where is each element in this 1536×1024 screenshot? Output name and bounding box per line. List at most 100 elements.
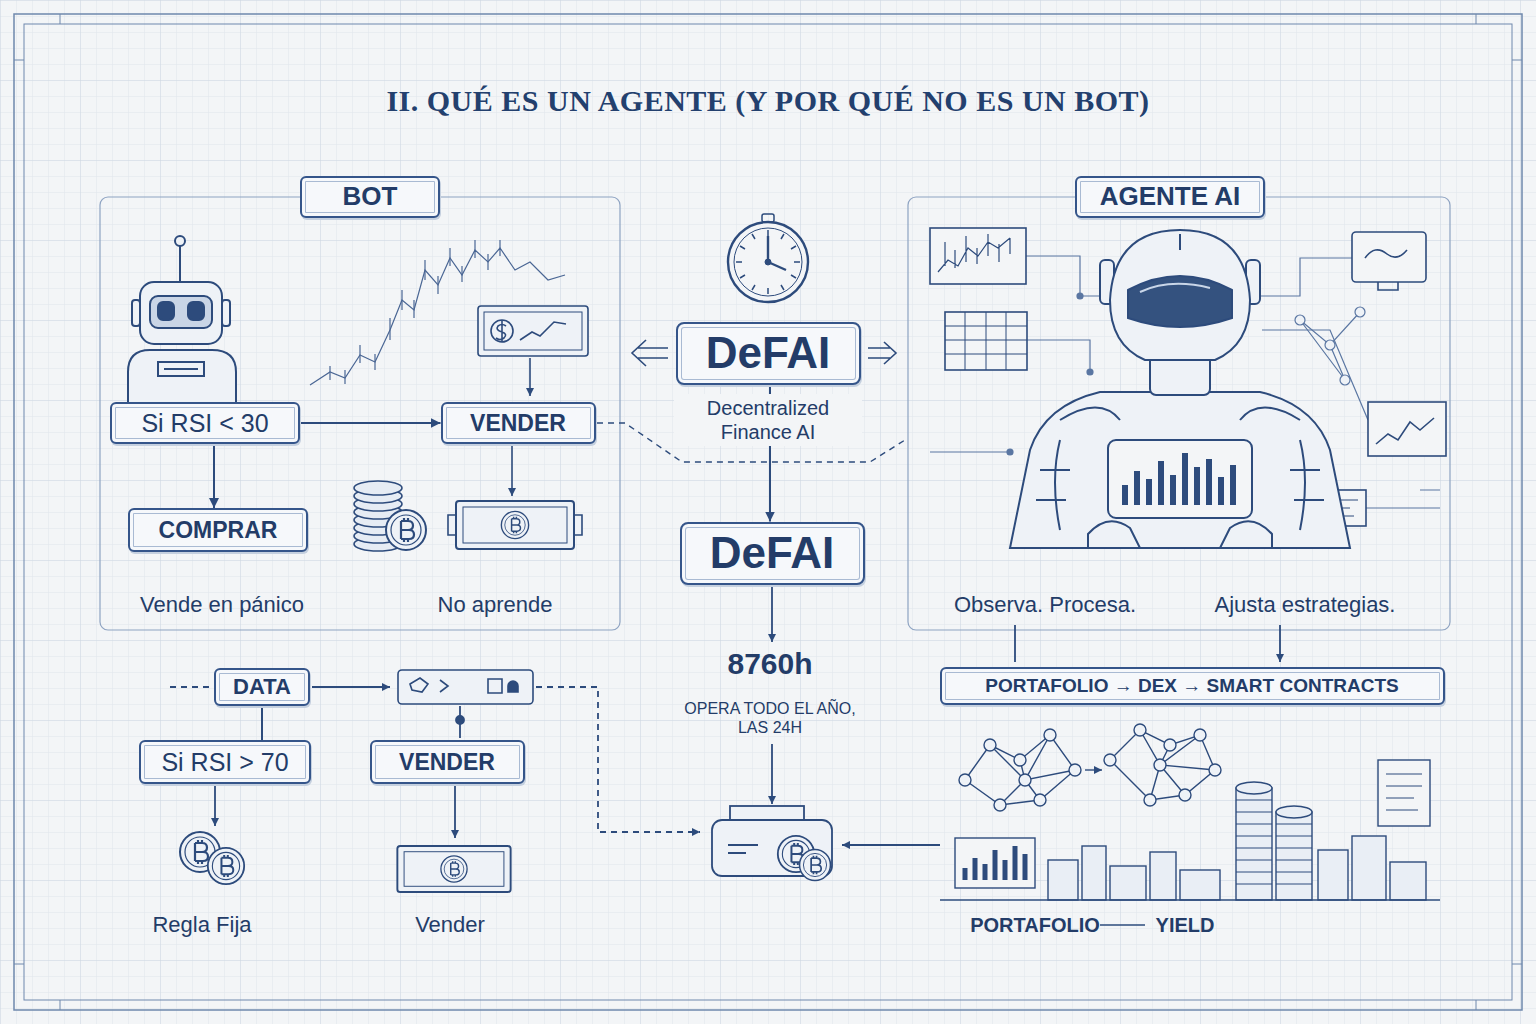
banknote	[511, 446, 513, 496]
blockchain-network	[1154, 759, 1166, 771]
flow-arrows	[456, 716, 464, 724]
caption-note: OPERA TODO EL AÑO, LAS 24H	[675, 699, 865, 737]
price-chart	[330, 240, 500, 384]
diagram-title: II. QUÉ ES UN AGENTE (Y POR QUÉ NO ES UN…	[0, 84, 1536, 118]
yield-city	[1236, 782, 1272, 794]
ai-agent-figure	[1125, 453, 1233, 505]
page-frame	[14, 14, 1522, 1010]
section-tag: BOT	[300, 176, 440, 218]
yield-city	[1276, 812, 1312, 900]
circuit-lines	[930, 256, 1440, 508]
flow-arrows	[170, 686, 210, 688]
yield-city	[1236, 800, 1272, 884]
node-text: VENDER	[399, 749, 495, 775]
caption-note: Observa. Procesa.	[954, 592, 1136, 618]
bot-robot	[175, 236, 185, 246]
blockchain-network	[959, 774, 971, 786]
direction-arrows	[632, 340, 668, 366]
icon-strip	[410, 678, 502, 693]
blockchain-network	[984, 739, 996, 751]
node-text: DeFAI	[710, 528, 835, 579]
yield-city	[965, 846, 1025, 880]
circuit-lines	[1340, 375, 1350, 385]
yield-city	[1180, 870, 1220, 900]
node-text: VENDER	[470, 410, 566, 436]
flow-arrows	[214, 786, 216, 826]
yield-city	[1378, 760, 1430, 826]
ai-agent-figure	[1179, 234, 1181, 250]
yield-city	[1150, 852, 1176, 900]
bot-robot	[132, 300, 140, 326]
data-screens	[945, 312, 1027, 370]
flow-arrows	[771, 744, 773, 804]
blockchain-network	[1179, 789, 1191, 801]
page-frame	[14, 14, 1522, 1010]
node-text: Si RSI < 30	[141, 409, 268, 438]
flow-arrows	[842, 844, 940, 846]
caption-note: No aprende	[438, 592, 553, 618]
circuit-lines	[1295, 315, 1305, 325]
node-text: PORTAFOLIO → DEX → SMART CONTRACTS	[985, 675, 1398, 697]
payment-card	[478, 306, 588, 396]
data-box: DATA	[214, 668, 310, 706]
circuit-lines	[1355, 307, 1365, 317]
payment-card	[484, 312, 582, 350]
node-text: DATA	[233, 674, 291, 699]
blockchain-network	[1194, 729, 1206, 741]
yield-city	[955, 838, 1035, 888]
panel-outline	[100, 197, 1450, 630]
banknote	[397, 846, 510, 892]
bot-robot	[150, 296, 212, 328]
yield-city	[1390, 862, 1426, 900]
icon-strip	[398, 670, 533, 704]
circuit-lines	[1077, 293, 1083, 299]
rule-box: Si RSI < 30	[110, 402, 300, 444]
hours-figure: 8760h	[727, 646, 812, 682]
circuit-lines	[1007, 449, 1013, 455]
clock	[768, 236, 786, 270]
flow-arrows	[1100, 924, 1145, 925]
blockchain-network	[1044, 729, 1056, 741]
payment-card	[520, 322, 566, 340]
blockchain-network	[1209, 764, 1221, 776]
caption-note: Vender	[415, 912, 485, 938]
connector	[261, 706, 263, 740]
data-screens	[1376, 418, 1434, 444]
flow-box: PORTAFOLIO → DEX → SMART CONTRACTS	[940, 667, 1445, 705]
caption-note: PORTAFOLIO	[970, 913, 1100, 937]
connector	[213, 444, 215, 508]
coin-pile	[180, 832, 244, 884]
bot-robot	[128, 236, 236, 402]
coin-pile	[208, 848, 244, 884]
caption-note: Ajusta estrategias.	[1215, 592, 1396, 618]
blockchain-network	[1110, 730, 1215, 800]
yield-city	[1110, 866, 1146, 900]
circuit-lines	[930, 256, 1440, 508]
bot-robot	[222, 300, 230, 326]
ai-agent-figure	[1010, 230, 1350, 548]
caption-note: YIELD	[1156, 913, 1215, 937]
node-text: BOT	[343, 182, 398, 212]
ai-agent-figure	[1128, 276, 1232, 327]
ai-agent-figure	[1088, 521, 1272, 548]
data-screens	[1368, 402, 1446, 456]
data-screens	[945, 312, 1027, 370]
section-tag: AGENTE AI	[1075, 176, 1265, 218]
data-screens	[1365, 250, 1407, 290]
flow-arrows	[312, 686, 390, 688]
yield-city	[1048, 860, 1078, 900]
blockchain-network	[1144, 794, 1156, 806]
clock	[765, 259, 771, 265]
flow-arrows	[771, 586, 773, 642]
bot-robot	[179, 246, 181, 282]
caption-note: Regla Fija	[152, 912, 251, 938]
data-screens	[930, 228, 1026, 284]
payment-card	[496, 320, 506, 342]
defai-box: DeFAI	[680, 522, 865, 585]
blockchain-network	[1034, 794, 1046, 806]
blockchain-network	[1104, 754, 1116, 766]
action-box: COMPRAR	[128, 508, 308, 552]
blockchain-network	[965, 735, 1075, 805]
wallet	[712, 806, 832, 880]
